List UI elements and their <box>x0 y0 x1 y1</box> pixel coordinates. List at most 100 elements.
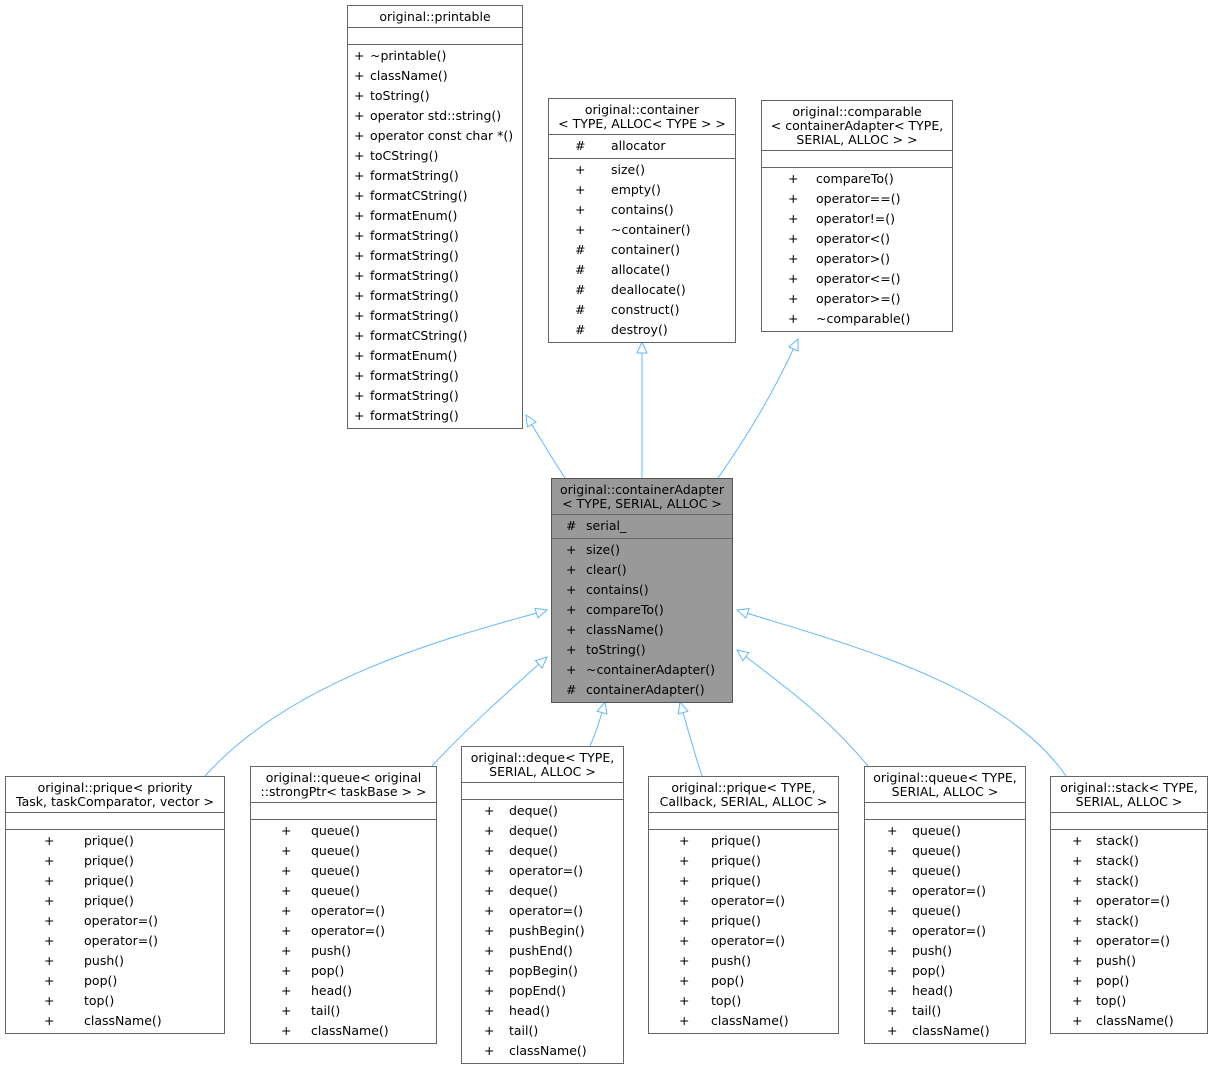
visibility-marker: + <box>354 368 365 383</box>
method-row: +stack() <box>1051 911 1207 931</box>
visibility-marker: + <box>484 1003 495 1018</box>
visibility-marker: + <box>484 1043 495 1058</box>
attributes-section <box>348 27 522 44</box>
visibility-marker: + <box>788 171 799 186</box>
method-row: + ~containerAdapter() <box>552 660 732 680</box>
method-row: #destroy() <box>549 320 735 340</box>
method-name: prique() <box>84 873 134 888</box>
methods-section: +prique()+prique()+prique()+operator=()+… <box>649 829 838 1033</box>
method-row: +tail() <box>462 1021 623 1041</box>
visibility-marker: + <box>44 933 55 948</box>
class-node-stack[interactable]: original::stack< TYPE,SERIAL, ALLOC >+st… <box>1050 776 1208 1034</box>
method-row: +contains() <box>549 200 735 220</box>
method-name: operator=() <box>1096 893 1170 908</box>
visibility-marker: + <box>679 873 690 888</box>
visibility-marker: + <box>575 182 586 197</box>
attributes-section <box>6 812 224 829</box>
method-row: +pushEnd() <box>462 941 623 961</box>
method-name: operator=() <box>509 903 583 918</box>
method-name: pushEnd() <box>509 943 573 958</box>
visibility-marker: # <box>575 242 586 257</box>
method-name: compareTo() <box>586 602 664 617</box>
method-row: #allocate() <box>549 260 735 280</box>
method-name: pop() <box>1096 973 1130 988</box>
method-row: +top() <box>1051 991 1207 1011</box>
method-name: queue() <box>311 863 360 878</box>
visibility-marker: + <box>281 963 292 978</box>
visibility-marker: + <box>679 853 690 868</box>
visibility-marker: + <box>1072 893 1083 908</box>
method-row: +prique() <box>6 871 224 891</box>
attributes-section <box>251 802 436 819</box>
class-node-containerAdapter[interactable]: original::containerAdapter< TYPE, SERIAL… <box>551 478 733 703</box>
inheritance-arrowhead <box>735 608 750 620</box>
method-row: +queue() <box>865 861 1025 881</box>
method-row: +toCString() <box>348 146 522 166</box>
visibility-marker: + <box>575 222 586 237</box>
method-name: formatEnum() <box>370 348 458 363</box>
method-name: deallocate() <box>611 282 686 297</box>
class-node-prique_cb[interactable]: original::prique< TYPE,Callback, SERIAL,… <box>648 776 839 1034</box>
visibility-marker: + <box>1072 1013 1083 1028</box>
method-row: +operator=() <box>1051 931 1207 951</box>
method-row: +operator=() <box>649 891 838 911</box>
method-name: tail() <box>311 1003 341 1018</box>
method-row: +formatString() <box>348 226 522 246</box>
method-name: operator>=() <box>816 291 901 306</box>
method-name: operator const char *() <box>370 128 514 143</box>
visibility-marker: + <box>354 208 365 223</box>
method-name: operator=() <box>311 903 385 918</box>
method-row: +prique() <box>649 851 838 871</box>
method-row: +head() <box>251 981 436 1001</box>
method-name: pop() <box>711 973 745 988</box>
inheritance-arrowhead <box>788 337 799 352</box>
method-row: +operator<() <box>762 229 952 249</box>
method-row: +queue() <box>865 821 1025 841</box>
class-title-line: SERIAL, ALLOC > > <box>796 132 918 147</box>
method-row: +queue() <box>251 861 436 881</box>
visibility-marker: + <box>887 863 898 878</box>
visibility-marker: + <box>679 933 690 948</box>
visibility-marker: + <box>1072 913 1083 928</box>
class-node-printable[interactable]: original::printable+~printable()+classNa… <box>347 5 523 429</box>
visibility-marker: + <box>679 953 690 968</box>
class-node-queue_strong[interactable]: original::queue< original::strongPtr< ta… <box>250 766 437 1044</box>
method-name: operator=() <box>311 923 385 938</box>
visibility-marker: + <box>566 662 577 677</box>
class-title-line: original::deque< TYPE, <box>470 750 615 765</box>
method-name: tail() <box>912 1003 942 1018</box>
method-row: +popEnd() <box>462 981 623 1001</box>
method-row: +push() <box>6 951 224 971</box>
method-name: operator=() <box>509 863 583 878</box>
method-row: +operator=() <box>251 921 436 941</box>
method-name: pop() <box>912 963 946 978</box>
method-row: +queue() <box>865 841 1025 861</box>
class-title: original::prique< TYPE,Callback, SERIAL,… <box>649 777 838 812</box>
method-row: +queue() <box>251 821 436 841</box>
visibility-marker: + <box>281 1003 292 1018</box>
inheritance-edge-queue_strong-to-containerAdapter <box>431 656 548 767</box>
visibility-marker: + <box>566 602 577 617</box>
method-row: +empty() <box>549 180 735 200</box>
class-node-container[interactable]: original::container< TYPE, ALLOC< TYPE >… <box>548 98 736 343</box>
class-node-comparable[interactable]: original::comparable< containerAdapter< … <box>761 100 953 332</box>
method-row: +formatString() <box>348 166 522 186</box>
method-name: pop() <box>84 973 118 988</box>
method-row: +toString() <box>552 640 732 660</box>
method-row: +operator<=() <box>762 269 952 289</box>
method-name: toCString() <box>370 148 439 163</box>
class-title: original::deque< TYPE,SERIAL, ALLOC > <box>462 747 623 782</box>
class-node-queue[interactable]: original::queue< TYPE,SERIAL, ALLOC >+qu… <box>864 766 1026 1044</box>
visibility-marker: + <box>679 913 690 928</box>
visibility-marker: # <box>566 518 577 533</box>
methods-section: +compareTo()+operator==()+operator!=()+o… <box>762 167 952 331</box>
visibility-marker: + <box>575 202 586 217</box>
class-node-deque[interactable]: original::deque< TYPE,SERIAL, ALLOC >+de… <box>461 746 624 1064</box>
method-name: pushBegin() <box>509 923 585 938</box>
visibility-marker: # <box>575 262 586 277</box>
method-name: ~containerAdapter() <box>586 662 716 677</box>
method-name: className() <box>711 1013 789 1028</box>
method-row: +prique() <box>649 871 838 891</box>
